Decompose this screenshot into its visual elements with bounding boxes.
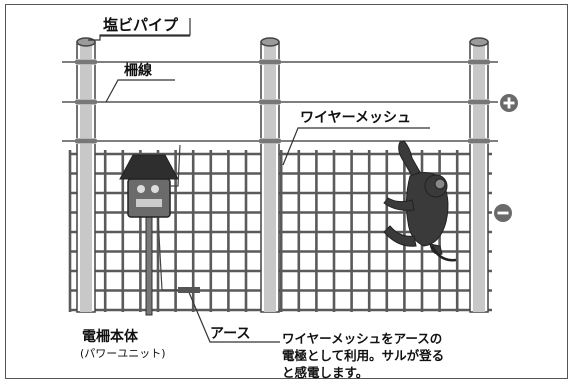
wire-insulator xyxy=(468,138,490,144)
fence-post-right xyxy=(469,37,489,313)
description-text: ワイヤーメッシュをアースの 電極として利用。サルが登る と感電します。 xyxy=(282,331,445,380)
earth-leader xyxy=(187,289,280,343)
power-unit-icon xyxy=(119,144,200,316)
wire-insulator xyxy=(259,138,281,144)
wire-mesh-leader xyxy=(282,127,430,166)
salt-pipe-label: 塩ビパイプ xyxy=(103,16,179,34)
wire-insulator xyxy=(75,59,97,65)
fence-post-middle xyxy=(260,37,280,313)
barbed-wire-label: 柵線 xyxy=(124,63,152,79)
fence-posts xyxy=(76,37,489,313)
salt-pipe-leader xyxy=(88,18,191,41)
wire-insulator xyxy=(75,138,97,144)
power-unit-sublabel: (パワーユニット) xyxy=(80,347,166,360)
wire-insulator xyxy=(75,99,97,105)
barbed-wire-leader xyxy=(105,79,175,103)
wire-insulator xyxy=(259,59,281,65)
wire-insulator xyxy=(259,99,281,105)
fence-wires xyxy=(62,59,498,144)
earth-label: アース xyxy=(210,326,251,342)
wire-insulators xyxy=(75,59,490,144)
wire-insulator xyxy=(468,59,490,65)
leader-lines xyxy=(88,18,430,343)
monkey-icon xyxy=(383,140,457,262)
fence-post-left xyxy=(76,37,96,313)
wire-mesh-label: ワイヤーメッシュ xyxy=(300,110,412,126)
wire-insulator xyxy=(468,99,490,105)
minus-icon xyxy=(494,204,512,222)
plus-icon xyxy=(500,94,518,112)
power-unit-label: 電柵本体 xyxy=(82,329,138,345)
